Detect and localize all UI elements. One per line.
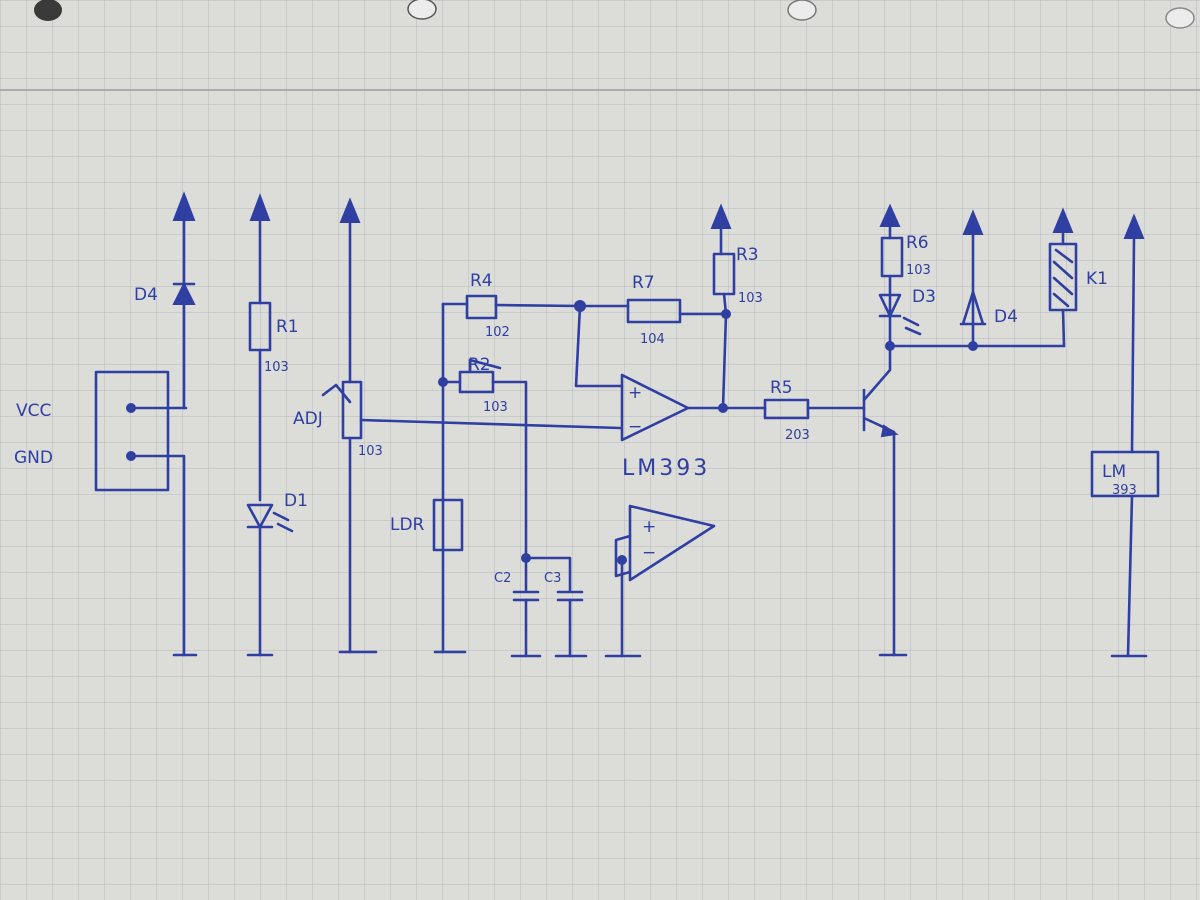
ldr-label: LDR <box>390 515 425 535</box>
r1-d1-branch <box>246 193 294 657</box>
comparator-section <box>574 203 866 442</box>
r4-label: R4 <box>470 271 493 291</box>
r5-label: R5 <box>770 378 793 398</box>
r1-label: R1 <box>276 317 299 337</box>
r7-label: R7 <box>632 273 655 293</box>
r3-label: R3 <box>736 245 759 265</box>
opamp-minus-sign: − <box>628 417 642 437</box>
output-stage <box>862 203 1078 657</box>
r5-value: 203 <box>785 428 810 443</box>
vcc-label: VCC <box>16 401 51 421</box>
r6-value: 103 <box>906 263 931 278</box>
adj-label: ADJ <box>293 409 323 429</box>
opamp-plus-sign: + <box>628 383 642 403</box>
r2-label: R2 <box>468 355 491 375</box>
r3-value: 103 <box>738 291 763 306</box>
r7-value: 104 <box>640 332 665 347</box>
d4-left-diode <box>172 191 196 410</box>
gnd-label: GND <box>14 448 53 468</box>
r4-value: 102 <box>485 325 510 340</box>
k1-label: K1 <box>1086 269 1108 289</box>
d4-right-label: D4 <box>994 307 1018 327</box>
spare-minus-sign: − <box>642 543 656 563</box>
ic-supply <box>1090 213 1160 658</box>
sensor-section <box>432 294 588 658</box>
spare-plus-sign: + <box>642 517 656 537</box>
c2-label: C2 <box>494 571 511 586</box>
ic-label-top: LM <box>1102 462 1126 482</box>
spare-comparator <box>604 504 716 658</box>
d4-left-label: D4 <box>134 285 158 305</box>
ic-label-bottom: 393 <box>1112 483 1137 498</box>
c3-label: C3 <box>544 571 561 586</box>
pot-value: 103 <box>358 444 383 459</box>
opamp-name-label: LM393 <box>622 456 710 481</box>
punch-holes <box>34 0 1195 29</box>
potentiometer-branch <box>321 197 622 654</box>
d1-label: D1 <box>284 491 308 511</box>
power-connector <box>94 370 198 657</box>
r2-value: 103 <box>483 400 508 415</box>
r1-value: 103 <box>264 360 289 375</box>
r6-label: R6 <box>906 233 929 253</box>
d3-label: D3 <box>912 287 936 307</box>
